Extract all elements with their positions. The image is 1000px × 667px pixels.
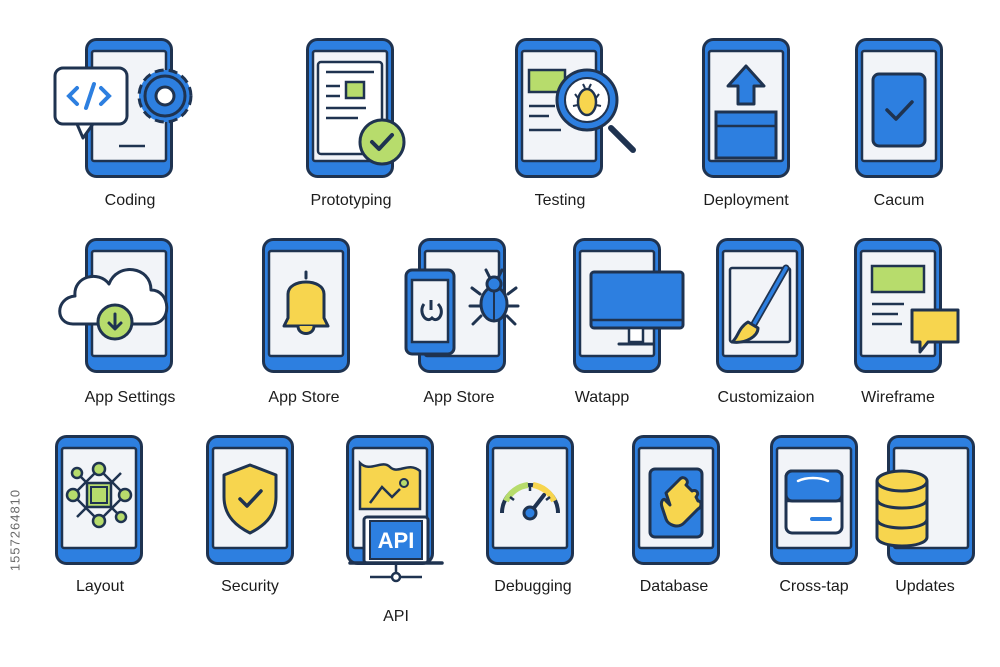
icon-label: Layout: [75, 578, 125, 595]
icon-label: App Store: [423, 389, 495, 406]
icon-tile: [515, 38, 636, 178]
paintbrush-icon: [716, 238, 804, 373]
icon-label: Customizaion: [717, 389, 815, 406]
database-stack-icon: [875, 435, 975, 565]
icon-label: Wireframe: [861, 389, 935, 406]
monitor-icon: [573, 238, 685, 373]
icon-tile: [262, 238, 350, 373]
icon-label: App Settings: [84, 389, 176, 406]
cloud-download-icon: [58, 238, 173, 373]
icon-label: Security: [221, 578, 279, 595]
bug-phone-icon: [404, 238, 520, 373]
icon-label: Database: [639, 578, 709, 595]
speedometer-icon: [486, 435, 574, 565]
wireframe-check-icon: [306, 38, 406, 178]
icon-tile: [55, 435, 143, 565]
stock-id: 1557264810: [7, 488, 23, 572]
api-laptop-icon: API: [346, 435, 444, 583]
icon-tile: [58, 238, 173, 373]
checkmark-screen-icon: [855, 38, 943, 178]
chat-layout-icon: [854, 238, 960, 373]
icon-tile: [306, 38, 406, 178]
api-badge-text: API: [378, 528, 415, 553]
icon-tile: [702, 38, 790, 178]
icon-label: Cross-tap: [779, 578, 849, 595]
icon-tile: API: [346, 435, 444, 583]
icon-tile: [53, 38, 193, 178]
hand-tap-icon: [632, 435, 720, 565]
icon-tile: [875, 435, 975, 565]
upload-arrow-icon: [702, 38, 790, 178]
node-graph-icon: [55, 435, 143, 565]
shield-check-icon: [206, 435, 294, 565]
icon-label: Debugging: [494, 578, 572, 595]
bell-icon: [262, 238, 350, 373]
icon-label: Updates: [895, 578, 955, 595]
icon-tile: [770, 435, 858, 565]
phone-screen: [491, 446, 569, 550]
icon-tile: [854, 238, 960, 373]
icon-tile: [855, 38, 943, 178]
icon-tile: [404, 238, 520, 373]
icon-tile: [632, 435, 720, 565]
icon-label: Testing: [534, 192, 586, 209]
code-gear-icon: [53, 38, 193, 178]
icon-label: Deployment: [703, 192, 789, 209]
icon-tile: [206, 435, 294, 565]
icon-label: Coding: [104, 192, 156, 209]
icon-tile: [486, 435, 574, 565]
icon-label: API: [383, 608, 409, 625]
icon-label: Cacum: [873, 192, 925, 209]
icon-label: Prototyping: [310, 192, 392, 209]
card-icon: [770, 435, 858, 565]
icon-tile: [573, 238, 685, 373]
icon-tile: [716, 238, 804, 373]
icon-label: App Store: [268, 389, 340, 406]
icon-label: Watapp: [574, 389, 630, 406]
bug-search-icon: [515, 38, 636, 178]
